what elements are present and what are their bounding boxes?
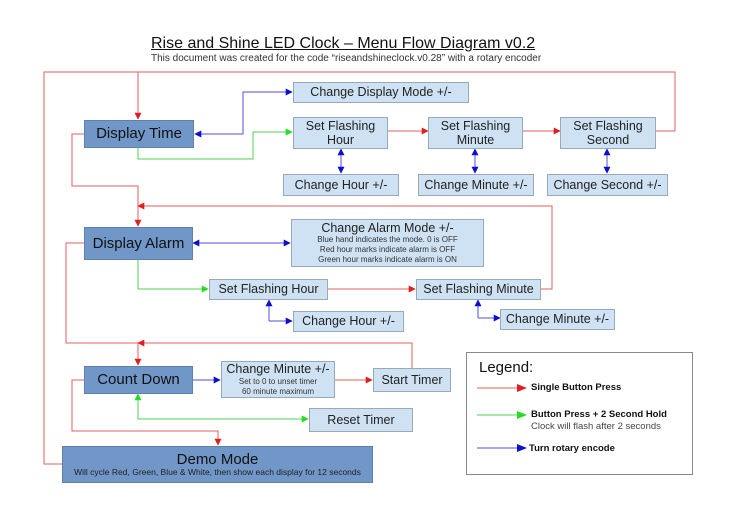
set-flashing-minute-line1: Set Flashing <box>440 118 511 133</box>
legend: Legend: Single Button Press Button Press… <box>466 352 693 475</box>
reset-timer-label: Reset Timer <box>327 412 395 427</box>
set-flashing-hour-line2: Hour <box>326 133 355 147</box>
display-time-label: Display Time <box>96 125 182 143</box>
green-arrow-alarm-to-set-hour <box>137 260 209 293</box>
legend-title: Legend: <box>479 359 534 376</box>
count-down-label: Count Down <box>97 371 180 389</box>
green-arrow-reset-timer <box>134 393 309 423</box>
display-alarm-label: Display Alarm <box>92 234 185 252</box>
legend-blue-arrow <box>477 444 527 452</box>
red-arrow-start-timer-to-countdown <box>137 339 413 368</box>
demo-mode-node: Demo Mode Will cycle Red, Green, Blue & … <box>62 446 373 483</box>
alarm-set-flashing-hour-node: Set Flashing Hour <box>209 279 328 300</box>
start-timer-label: Start Timer <box>381 372 443 387</box>
alarm-set-flashing-minute-label: Set Flashing Minute <box>423 282 534 297</box>
red-arrow-demo-to-display-time <box>43 71 142 465</box>
legend-rotary-label: Turn rotary encode <box>529 443 615 454</box>
alarm-change-hour-node: Change Hour +/- <box>293 311 404 332</box>
change-hour-label: Change Hour +/- <box>294 177 388 192</box>
alarm-mode-note-1: Blue hand indicates the mode. 0 is OFF <box>317 235 458 245</box>
red-arrow-alarm-minute-to-display-alarm <box>137 202 553 290</box>
green-arrow-time-to-set-hour <box>137 128 293 160</box>
set-flashing-second-node: Set Flashing Second <box>560 117 656 149</box>
change-alarm-mode-node: Change Alarm Mode +/- Blue hand indicate… <box>291 219 484 267</box>
timer-change-minute-title: Change Minute +/- <box>226 362 330 377</box>
alarm-mode-note-2: Red hour marks indicate alarm is OFF <box>319 245 456 255</box>
red-arrow-countdown-to-demo <box>71 379 222 446</box>
change-minute-label: Change Minute +/- <box>424 177 528 192</box>
demo-mode-title: Demo Mode <box>176 450 259 468</box>
change-hour-node: Change Hour +/- <box>283 174 399 196</box>
count-down-node: Count Down <box>84 366 193 394</box>
alarm-set-flashing-hour-label: Set Flashing Hour <box>218 282 319 297</box>
timer-note-1: Set to 0 to unset timer <box>238 376 318 386</box>
change-alarm-mode-title: Change Alarm Mode +/- <box>321 220 454 235</box>
start-timer-node: Start Timer <box>373 368 451 392</box>
set-flashing-hour-line1: Set Flashing <box>305 118 376 133</box>
change-display-mode-node: Change Display Mode +/- <box>293 82 469 103</box>
display-alarm-node: Display Alarm <box>84 227 193 260</box>
red-arrow-alarm-to-countdown <box>65 242 142 366</box>
set-flashing-second-line2: Second <box>586 133 630 147</box>
reset-timer-node: Reset Timer <box>309 408 413 432</box>
alarm-change-minute-label: Change Minute +/- <box>505 312 610 327</box>
display-time-node: Display Time <box>84 120 194 148</box>
change-minute-node: Change Minute +/- <box>418 174 534 196</box>
alarm-set-flashing-minute-node: Set Flashing Minute <box>416 279 541 300</box>
change-display-mode-label: Change Display Mode +/- <box>310 85 452 100</box>
legend-single-press-label: Single Button Press <box>531 382 622 393</box>
timer-note-2: 60 minute maximum <box>241 386 315 396</box>
red-arrow-time-to-alarm <box>71 133 142 227</box>
alarm-mode-note-3: Green hour marks indicate alarm is ON <box>318 255 457 265</box>
set-flashing-minute-node: Set Flashing Minute <box>428 117 523 149</box>
alarm-change-minute-node: Change Minute +/- <box>500 309 615 330</box>
set-flashing-hour-node: Set Flashing Hour <box>293 117 388 149</box>
legend-red-arrow <box>477 384 527 392</box>
blue-arrow-display-mode <box>194 88 293 138</box>
change-second-label: Change Second +/- <box>553 177 662 192</box>
set-flashing-minute-line2: Minute <box>456 133 495 147</box>
set-flashing-second-line1: Set Flashing <box>573 118 643 133</box>
legend-press-hold-label: Button Press + 2 Second Hold <box>531 409 667 420</box>
red-arrow-second-to-display-time <box>138 71 676 132</box>
legend-green-arrow <box>477 411 527 419</box>
legend-press-hold-sub: Clock will flash after 2 seconds <box>531 421 661 432</box>
diagram-title: Rise and Shine LED Clock – Menu Flow Dia… <box>151 35 536 52</box>
demo-mode-note: Will cycle Red, Green, Blue & White, the… <box>74 467 361 478</box>
alarm-change-hour-label: Change Hour +/- <box>302 314 395 329</box>
diagram-subtitle: This document was created for the code “… <box>151 53 542 64</box>
timer-change-minute-node: Change Minute +/- Set to 0 to unset time… <box>221 361 335 398</box>
change-second-node: Change Second +/- <box>547 174 668 196</box>
